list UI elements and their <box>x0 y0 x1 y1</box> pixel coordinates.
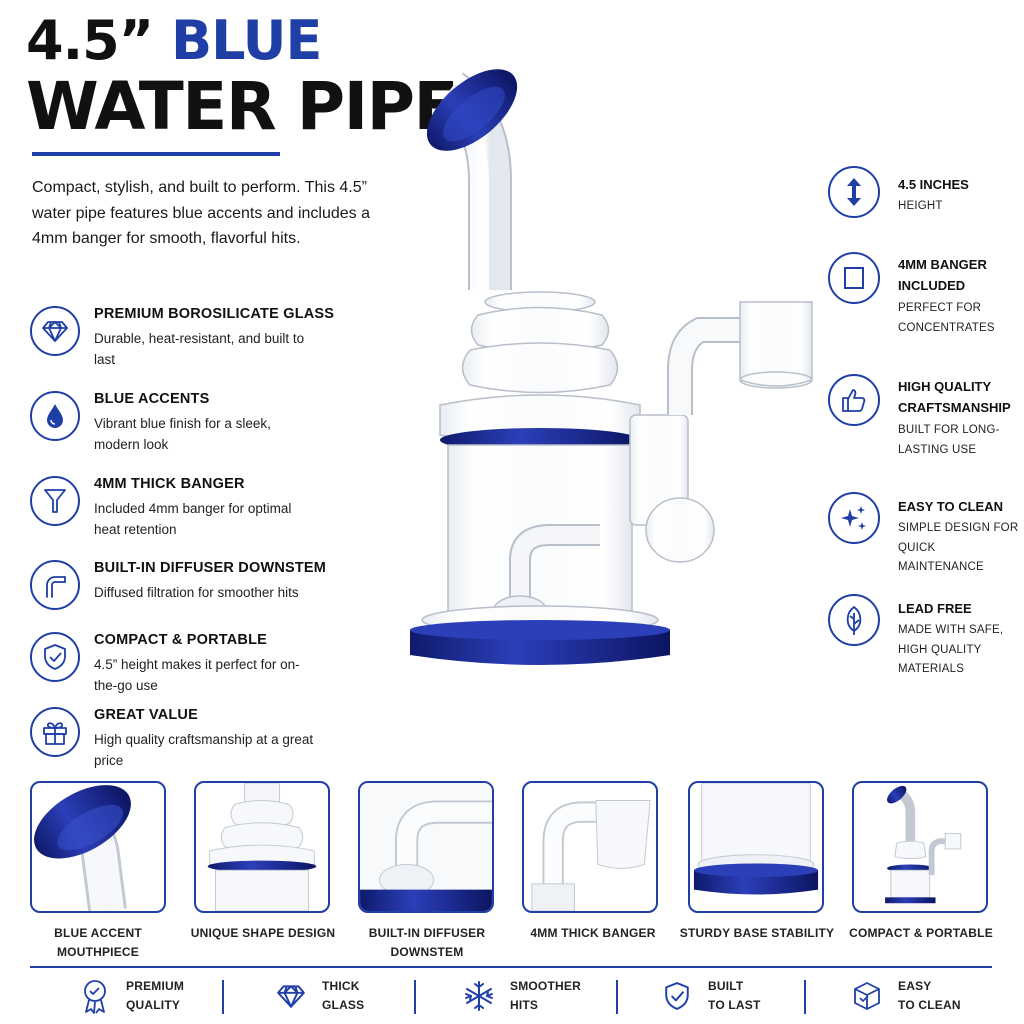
feature-title: PREMIUM BOROSILICATE GLASS <box>94 306 335 322</box>
title-underline <box>32 152 280 156</box>
thumbnail-base[interactable] <box>688 781 824 913</box>
title-line-2: WATER PIPE <box>26 68 459 145</box>
feature-item: GREAT VALUE High quality craftsmanship a… <box>30 707 370 777</box>
feature-desc: Vibrant blue finish for a sleek, modern … <box>94 416 271 452</box>
gift-icon <box>30 707 80 757</box>
badge-divider <box>804 980 806 1014</box>
feature-desc: High quality craftsmanship at a great pr… <box>94 732 314 768</box>
bottom-divider <box>30 966 992 968</box>
feature-item: BLUE ACCENTS Vibrant blue finish for a s… <box>30 391 370 461</box>
shield-check-icon <box>30 632 80 682</box>
downstem-icon <box>30 560 80 610</box>
product-image <box>400 40 820 740</box>
feature-item: PREMIUM BOROSILICATE GLASS Durable, heat… <box>30 306 370 376</box>
title-color-word: BLUE <box>170 9 322 72</box>
thumbnail-full-pipe[interactable] <box>852 781 988 913</box>
badge-divider <box>222 980 224 1014</box>
feature-title: BLUE ACCENTS <box>94 391 210 407</box>
feature-desc: Diffused filtration for smoother hits <box>94 585 299 600</box>
title-line-1: 4.5” BLUE <box>26 14 457 68</box>
diamond-icon <box>274 977 308 1015</box>
thumbnail-caption: BLUE ACCENT MOUTHPIECE <box>54 926 142 959</box>
page-title: 4.5” BLUE WATER PIPE <box>26 14 459 145</box>
thumbnail-caption: BUILT-IN DIFFUSER DOWNSTEM <box>368 926 486 959</box>
feature-desc: 4.5” height makes it perfect for on-the-… <box>94 657 300 693</box>
spec-desc: SIMPLE DESIGN FOR QUICK MAINTENANCE <box>898 522 1019 573</box>
feature-title: BUILT-IN DIFFUSER DOWNSTEM <box>94 560 327 576</box>
feature-item: 4MM THICK BANGER Included 4mm banger for… <box>30 476 370 546</box>
vertical-arrows-icon <box>828 166 880 218</box>
feature-desc: Included 4mm banger for optimal heat ret… <box>94 501 292 537</box>
intro-text: Compact, stylish, and built to perform. … <box>32 179 370 247</box>
snowflake-icon <box>462 977 496 1015</box>
diamond-icon <box>30 306 80 356</box>
thumbnail-caption: UNIQUE SHAPE DESIGN <box>190 926 336 940</box>
feature-item: BUILT-IN DIFFUSER DOWNSTEM Diffused filt… <box>30 560 370 630</box>
spec-title: EASY TO CLEAN <box>898 499 1003 514</box>
spec-title: 4MM BANGER INCLUDED <box>898 257 987 293</box>
spec-item: EASY TO CLEAN SIMPLE DESIGN FOR QUICK MA… <box>828 492 1024 573</box>
box-icon <box>850 977 884 1015</box>
spec-item: LEAD FREE MADE WITH SAFE, HIGH QUALITY M… <box>828 594 1024 675</box>
thumbs-up-icon <box>828 374 880 426</box>
feature-item: COMPACT & PORTABLE 4.5” height makes it … <box>30 632 370 702</box>
spec-title: HIGH QUALITY CRAFTSMANSHIP <box>898 379 1011 415</box>
funnel-icon <box>30 476 80 526</box>
award-ribbon-icon <box>78 977 112 1015</box>
thumbnail-shape[interactable] <box>194 781 330 913</box>
thumbnail-caption: 4MM THICK BANGER <box>530 926 656 940</box>
thumbnail-banger[interactable] <box>522 781 658 913</box>
feature-desc: Durable, heat-resistant, and built to la… <box>94 331 305 367</box>
square-icon <box>828 252 880 304</box>
feature-title: 4MM THICK BANGER <box>94 476 245 492</box>
spec-desc: HEIGHT <box>898 200 943 212</box>
thumbnail-downstem[interactable] <box>358 781 494 913</box>
title-size: 4.5” <box>26 9 154 72</box>
feature-title: COMPACT & PORTABLE <box>94 632 268 648</box>
thumbnail-caption: COMPACT & PORTABLE <box>849 926 993 940</box>
badge-divider <box>414 980 416 1014</box>
spec-desc: PERFECT FOR CONCENTRATES <box>898 302 995 334</box>
spec-desc: MADE WITH SAFE, HIGH QUALITY MATERIALS <box>898 624 1004 675</box>
spec-item: HIGH QUALITY CRAFTSMANSHIP BUILT FOR LON… <box>828 374 1024 456</box>
water-drop-icon <box>30 391 80 441</box>
spec-title: LEAD FREE <box>898 601 972 616</box>
spec-title: 4.5 INCHES <box>898 177 969 192</box>
leaf-icon <box>828 594 880 646</box>
thumbnail-caption: STURDY BASE STABILITY <box>679 926 835 940</box>
spec-desc: BUILT FOR LONG-LASTING USE <box>898 424 1000 456</box>
thumbnail-mouthpiece[interactable] <box>30 781 166 913</box>
spec-item: 4MM BANGER INCLUDED PERFECT FOR CONCENTR… <box>828 252 1024 334</box>
sparkle-icon <box>828 492 880 544</box>
shield-check-icon <box>660 977 694 1015</box>
feature-title: GREAT VALUE <box>94 707 198 723</box>
spec-item: 4.5 INCHES HEIGHT <box>828 166 1024 246</box>
badge-divider <box>616 980 618 1014</box>
